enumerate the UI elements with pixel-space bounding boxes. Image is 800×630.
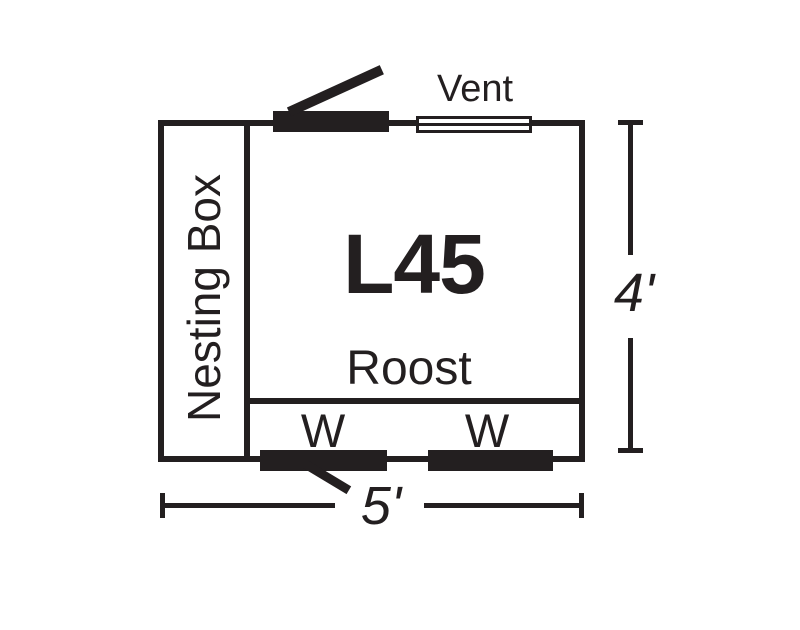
nesting-box-label: Nesting Box [178,174,230,423]
vent-label: Vent [436,68,514,110]
width-dimension-line-left [165,503,335,508]
height-dimension-line-upper [628,125,633,255]
model-label: L45 [343,217,486,311]
roost-label: Roost [346,342,472,395]
door-swing-line [286,65,384,117]
vent-slat-line [419,123,529,126]
width-dimension-line-right [424,503,579,508]
width-dimension-label: 5' [360,476,402,536]
height-dimension-label: 4' [613,263,655,323]
vent-symbol [416,116,532,133]
nesting-box-partition [244,120,250,462]
roost-divider-line [244,398,585,404]
height-dimension-cap-top [618,120,643,125]
window-symbol-right [428,450,553,471]
width-dimension-tick-right [579,493,584,518]
width-dimension-tick-left [160,493,165,518]
height-dimension-cap-bottom [618,448,643,453]
window-label-left: W [300,403,346,457]
door-symbol [273,111,389,132]
height-dimension-line-lower [628,338,633,448]
window-label-right: W [464,403,510,457]
window-symbol-left [260,450,387,471]
